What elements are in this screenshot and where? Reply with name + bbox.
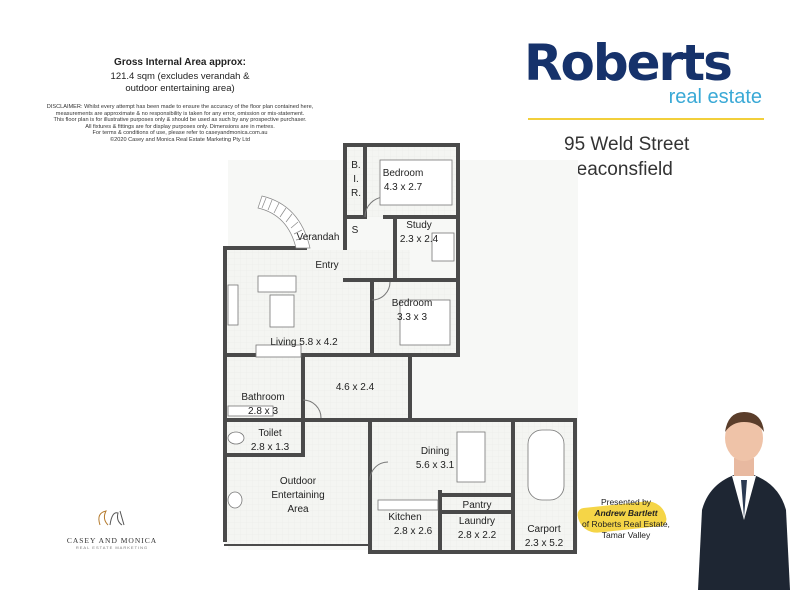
gia-line1: 121.4 sqm (excludes verandah & (110, 71, 250, 82)
bedroom2-dimensions: 3.3 x 3 (397, 312, 427, 323)
gia-line2: outdoor entertaining area) (125, 83, 235, 94)
door-swing (369, 461, 389, 481)
face (725, 415, 763, 461)
carport-name: Carport (527, 524, 561, 535)
bbq (227, 491, 243, 509)
outdoor-label: Area (287, 504, 309, 515)
disclaimer-line: All fixtures & fittings are for display … (85, 123, 275, 130)
wall (223, 418, 305, 457)
bed (379, 159, 453, 206)
disclaimer-line: For terms & conditions of use, please re… (92, 130, 268, 137)
address-street: 95 Weld Street (564, 134, 690, 155)
door-swing (302, 399, 322, 419)
walls (223, 143, 577, 554)
bedroom2-name: Bedroom (392, 298, 433, 309)
disclaimer-line: measurements are approximate & no respon… (55, 110, 305, 117)
gia-description: 121.4 sqm (excludes verandah & outdoor e… (60, 71, 300, 95)
bath (227, 405, 274, 417)
hair (725, 412, 764, 432)
toilet (227, 431, 245, 445)
presented-by: Presented by Andrew Bartlett of Roberts … (572, 497, 680, 541)
disclaimer: DISCLAIMER: Whilst every attempt has bee… (25, 104, 335, 144)
room-labels: B. I. R. Bedroom 4.3 x 2.7 S Study 2.3 x… (241, 160, 563, 549)
tie (741, 480, 747, 518)
bir-label: I. (353, 174, 359, 185)
storage-label: S (352, 225, 359, 236)
suit (698, 472, 790, 590)
bir-label: B. (351, 160, 360, 171)
disclaimer-line: DISCLAIMER: Whilst every attempt has bee… (46, 104, 314, 110)
dining-table (456, 431, 486, 483)
carport-dimensions: 2.3 x 5.2 (525, 538, 564, 549)
address-suburb: Beaconsfield (564, 159, 673, 180)
wall (343, 143, 460, 282)
logo-brand: Roberts (524, 34, 733, 92)
verandah-label: Verandah (297, 232, 340, 243)
tv-unit (255, 344, 302, 358)
logo-subtitle: real estate (668, 86, 762, 108)
gia-title: Gross Internal Area approx: (114, 57, 246, 68)
agent-photo (698, 412, 790, 590)
neck (734, 458, 754, 476)
coffee-table (269, 294, 295, 328)
door-swing (371, 281, 391, 301)
laundry-name: Laundry (459, 516, 495, 527)
disclaimer-line: ©2020 Casey and Monica Real Estate Marke… (110, 136, 250, 143)
dining-dimensions: 5.6 x 3.1 (416, 460, 455, 471)
kitchen-dimensions: 2.8 x 2.6 (394, 526, 433, 537)
bench (377, 499, 439, 511)
gold-divider (528, 118, 764, 120)
sofa (257, 275, 297, 293)
agency-line: of Roberts Real Estate, (582, 519, 670, 529)
agency-location: Tamar Valley (601, 530, 651, 540)
hall-dimensions: 4.6 x 2.4 (336, 382, 375, 393)
outdoor-label: Outdoor (280, 476, 317, 487)
kitchen-name: Kitchen (388, 512, 421, 523)
furniture (227, 159, 565, 511)
casey-monica-logo: CASEY AND MONICA REAL ESTATE MARKETING (62, 505, 162, 550)
living-label: Living 5.8 x 4.2 (270, 337, 338, 348)
side-unit (227, 284, 239, 326)
bathroom-dimensions: 2.8 x 3 (248, 406, 278, 417)
spiral-stairs (257, 195, 311, 249)
presented-label: Presented by (600, 497, 652, 507)
marketing-sub: REAL ESTATE MARKETING (75, 545, 149, 550)
outdoor-label: Entertaining (271, 490, 324, 501)
disclaimer-line: This floor plan is for illustrative purp… (53, 117, 307, 124)
entry-label: Entry (315, 260, 338, 271)
dining-name: Dining (421, 446, 449, 457)
study-name: Study (406, 220, 432, 231)
pantry-label: Pantry (463, 500, 492, 511)
wall (370, 278, 460, 357)
agent-name: Andrew Bartlett (594, 508, 658, 518)
car (527, 429, 565, 501)
bed (399, 299, 451, 346)
outdoor-floor (225, 422, 370, 545)
toilet-dimensions: 2.8 x 1.3 (251, 442, 290, 453)
laundry-dimensions: 2.8 x 2.2 (458, 530, 497, 541)
property-address: 95 Weld Street Beaconsfield (564, 132, 689, 182)
marketing-name: CASEY AND MONICA (66, 536, 158, 545)
bir-label: R. (351, 188, 361, 199)
bedroom1-name: Bedroom (383, 168, 424, 179)
bathroom-name: Bathroom (241, 392, 284, 403)
desk (431, 232, 455, 262)
floor-plan: B. I. R. Bedroom 4.3 x 2.7 S Study 2.3 x… (223, 143, 578, 554)
study-dimensions: 2.3 x 2.4 (400, 234, 439, 245)
roberts-logo: Roberts real estate (524, 34, 774, 108)
toilet-name: Toilet (258, 428, 282, 439)
cm-emblem-icon (98, 510, 125, 526)
bedroom1-dimensions: 4.3 x 2.7 (384, 182, 423, 193)
